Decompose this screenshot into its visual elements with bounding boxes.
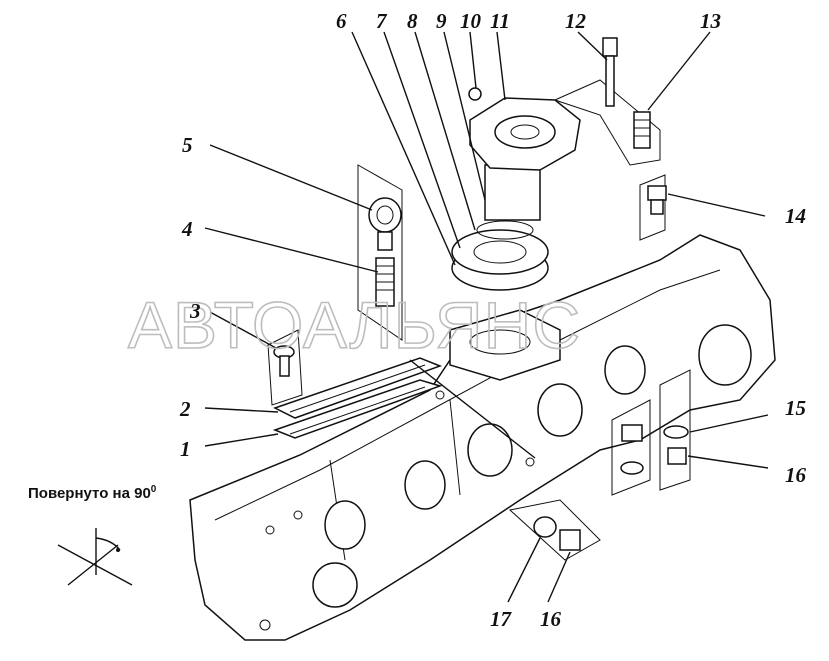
label-2: 2 xyxy=(179,397,191,421)
label-8: 8 xyxy=(407,9,418,33)
rotation-note: Повернуто на 900 xyxy=(28,484,157,502)
watermark-text: АВТОАЛЬЯНС xyxy=(128,288,581,362)
label-13: 13 xyxy=(700,9,721,33)
drive-assembly xyxy=(451,87,581,291)
label-1: 1 xyxy=(180,437,191,461)
eyebolt-5-stud-4 xyxy=(357,164,403,341)
label-9: 9 xyxy=(436,9,447,33)
label-15: 15 xyxy=(785,396,806,420)
label-11: 11 xyxy=(490,9,510,33)
label-4: 4 xyxy=(181,217,193,241)
part-labels: 1 2 3 4 5 6 7 8 9 10 11 12 13 14 15 16 1… xyxy=(179,9,807,631)
label-14: 14 xyxy=(785,204,806,228)
bolt-3 xyxy=(267,329,303,406)
label-12: 12 xyxy=(565,9,587,33)
label-5: 5 xyxy=(182,133,193,157)
bolt-12-stud-13 xyxy=(553,37,661,166)
plug-14 xyxy=(639,174,667,241)
label-10: 10 xyxy=(460,9,482,33)
label-3: 3 xyxy=(189,299,201,323)
label-16-bottom: 16 xyxy=(540,607,562,631)
label-16-right: 16 xyxy=(785,463,807,487)
rotation-note-degree: 0 xyxy=(151,484,157,495)
rotation-symbol xyxy=(57,528,133,586)
housing xyxy=(189,234,776,641)
label-17: 17 xyxy=(490,607,513,631)
rotation-note-text: Повернуто на 90 xyxy=(28,485,151,502)
plug-16-bottom xyxy=(508,499,601,561)
label-7: 7 xyxy=(376,9,388,33)
plug-16-right xyxy=(659,369,691,491)
label-6: 6 xyxy=(336,9,347,33)
leader-lines xyxy=(204,31,769,603)
plug-mid xyxy=(611,399,651,496)
gasket-plates xyxy=(272,357,443,439)
